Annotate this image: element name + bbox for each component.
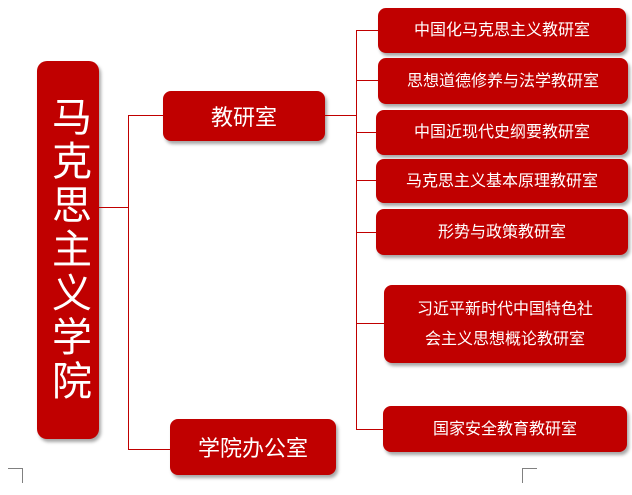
connector-dept-spine xyxy=(356,30,357,429)
node-xueyuan-bangongshi: 学院办公室 xyxy=(170,419,336,475)
connector-dept-7 xyxy=(356,429,383,430)
dept-box-5: 形势与政策教研室 xyxy=(376,209,628,255)
connector-to-bangongshi xyxy=(128,449,170,450)
node-jiaoyanshi-label: 教研室 xyxy=(210,106,277,131)
dept-label-4: 马克思主义基本原理教研室 xyxy=(405,170,598,190)
dept-label-6-line1: 习近平新时代中国特色社 xyxy=(416,298,593,318)
page-corner-mark-left xyxy=(8,468,23,483)
connector-dept-2 xyxy=(356,80,378,81)
root-node-label: 马克思主义学院 xyxy=(45,96,91,404)
connector-dept-1 xyxy=(356,30,378,31)
dept-box-6: 习近平新时代中国特色社 会主义思想概论教研室 xyxy=(384,285,626,363)
dept-box-2: 思想道德修养与法学教研室 xyxy=(378,58,628,104)
connector-dept-5 xyxy=(356,232,376,233)
connector-dept-3 xyxy=(356,132,376,133)
dept-box-4: 马克思主义基本原理教研室 xyxy=(376,159,628,203)
node-jiaoyanshi: 教研室 xyxy=(163,91,325,141)
dept-box-3: 中国近现代史纲要教研室 xyxy=(376,110,628,155)
connector-jiaoyanshi-out xyxy=(325,115,357,116)
connector-root-out xyxy=(99,207,129,208)
connector-dept-6 xyxy=(356,323,384,324)
dept-label-5: 形势与政策教研室 xyxy=(437,221,566,241)
connector-dept-4 xyxy=(356,180,376,181)
dept-label-3: 中国近现代史纲要教研室 xyxy=(413,122,590,142)
dept-label-6-line2: 会主义思想概论教研室 xyxy=(424,329,585,348)
connector-to-jiaoyanshi xyxy=(128,115,163,116)
dept-box-1: 中国化马克思主义教研室 xyxy=(378,8,626,53)
root-node-box: 马克思主义学院 xyxy=(37,61,99,439)
connector-level1-spine xyxy=(128,115,129,450)
page-corner-mark-right xyxy=(522,468,537,483)
node-xueyuan-bangongshi-label: 学院办公室 xyxy=(197,437,308,462)
dept-label-1: 中国化马克思主义教研室 xyxy=(413,20,590,40)
dept-label-7: 国家安全教育教研室 xyxy=(432,418,577,438)
dept-box-7: 国家安全教育教研室 xyxy=(383,406,627,452)
dept-label-2: 思想道德修养与法学教研室 xyxy=(406,70,599,90)
